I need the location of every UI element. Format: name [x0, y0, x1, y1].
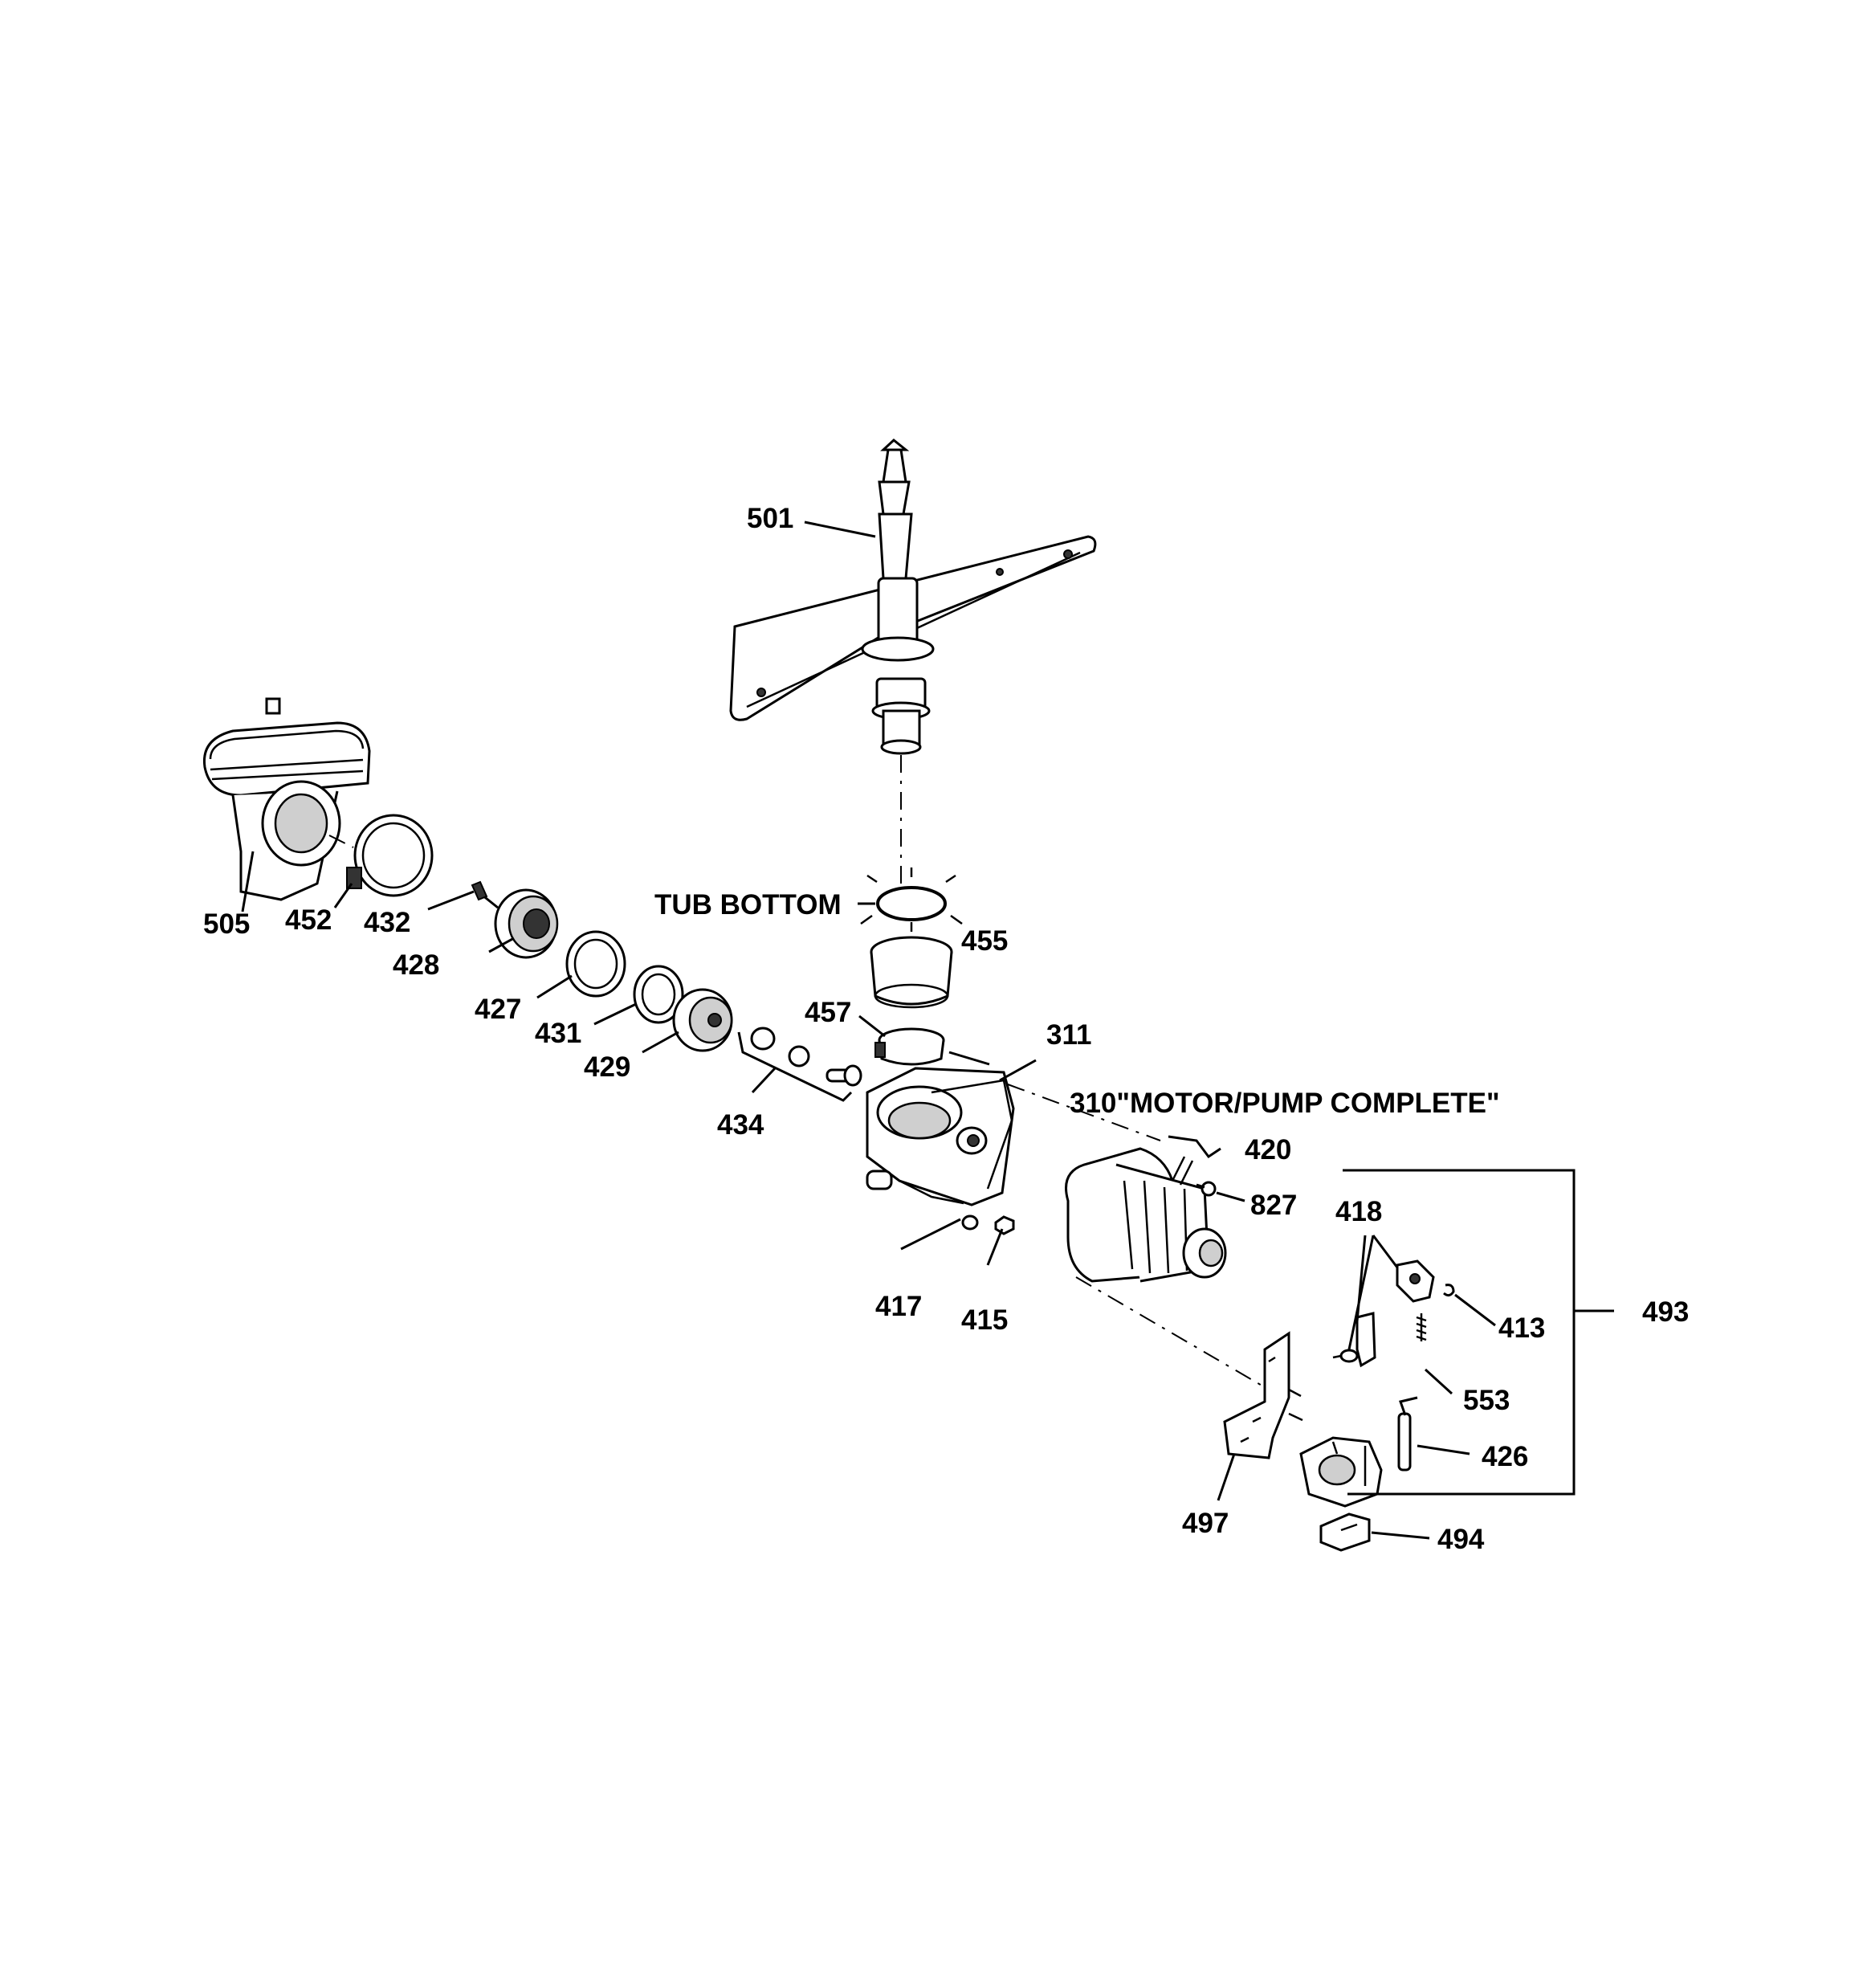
part-494 — [1319, 1512, 1371, 1552]
solenoid-493 — [1299, 1436, 1383, 1508]
label-431: 431 — [535, 1018, 581, 1049]
label-455: 455 — [961, 925, 1008, 957]
label-426: 426 — [1482, 1441, 1528, 1472]
label-493: 493 — [1642, 1296, 1689, 1328]
screw-827 — [1196, 1181, 1217, 1197]
bracket-497 — [1223, 1331, 1303, 1459]
label-432: 432 — [364, 907, 410, 938]
label-429: 429 — [584, 1051, 630, 1083]
label-457: 457 — [805, 997, 851, 1028]
clamp-452 — [346, 814, 434, 897]
washers-417-415 — [961, 1214, 1015, 1235]
label-413: 413 — [1498, 1312, 1545, 1344]
label-494: 494 — [1437, 1524, 1485, 1555]
label-428: 428 — [393, 949, 439, 981]
clamp-457 — [874, 1027, 945, 1066]
label-motor-pump-complete: 310"MOTOR/PUMP COMPLETE" — [1070, 1088, 1500, 1119]
label-497: 497 — [1182, 1508, 1229, 1539]
label-827: 827 — [1250, 1190, 1297, 1221]
label-434: 434 — [717, 1109, 764, 1141]
ring-431 — [633, 965, 684, 1024]
ring-427 — [565, 930, 626, 998]
spray-arm-501 — [729, 439, 1097, 755]
wire-420 — [1168, 1135, 1221, 1159]
label-tub-bottom: TUB BOTTOM — [654, 889, 842, 921]
pin-426 — [1397, 1396, 1418, 1472]
label-420: 420 — [1245, 1134, 1291, 1165]
label-415: 415 — [961, 1304, 1008, 1336]
label-452: 452 — [285, 904, 332, 936]
label-418: 418 — [1335, 1196, 1382, 1227]
bellows-455 — [870, 936, 953, 1009]
label-553: 553 — [1463, 1385, 1510, 1416]
label-505: 505 — [203, 908, 250, 940]
impeller-428 — [471, 880, 559, 959]
tub-bottom-gasket — [860, 867, 963, 932]
parts-434 — [737, 1027, 862, 1102]
pump-housing-311 — [866, 1067, 1015, 1206]
parts-418-553-413 — [1332, 1259, 1455, 1368]
group-bracket-493 — [1343, 1169, 1576, 1496]
label-427: 427 — [475, 994, 521, 1025]
motor-310 — [1065, 1147, 1227, 1283]
leader-lines — [241, 520, 1496, 1540]
label-417: 417 — [875, 1291, 922, 1322]
sump-505 — [202, 697, 371, 901]
pump-cap-429 — [672, 988, 733, 1052]
label-311: 311 — [1046, 1019, 1091, 1051]
label-501: 501 — [747, 503, 793, 534]
